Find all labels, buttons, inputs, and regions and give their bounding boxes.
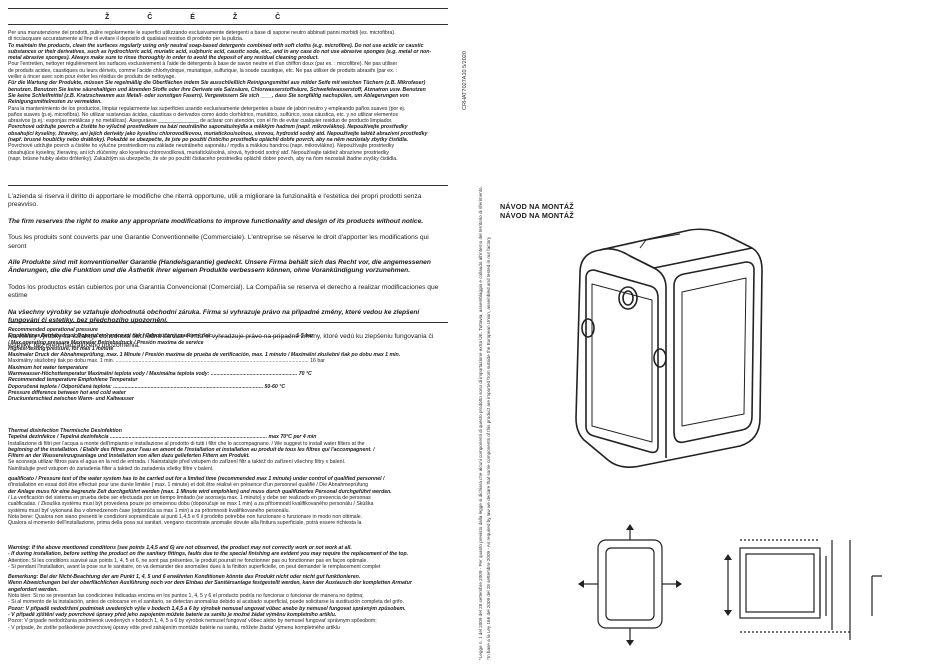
page-title-secondary: NÁVOD NA MONTÁŽ (500, 211, 574, 220)
warning-line: - V prípade, že zistíte poškodenie povrc… (8, 624, 340, 631)
warning-line: - If during installation, before setting… (8, 551, 409, 558)
warning-line: - Si al momento de la instalación, antes… (8, 599, 404, 606)
install-line: / La verificación del sistema en prueba … (8, 494, 371, 501)
cleaning-line: To maintain the products, clean the surf… (8, 42, 424, 49)
spec-line: Maximaler Druck der Abnahmeprüfung, max.… (8, 352, 401, 359)
section-rule (8, 185, 448, 186)
install-line: systému musí byť vykonaná iba v obmedzen… (8, 507, 290, 514)
rights-paragraph: Na všechny výrobky se vztahuje dohodnutá… (8, 308, 420, 325)
warning-line: Bemerkung: Bei der Nicht-Beachtung der a… (8, 574, 361, 581)
rights-paragraph: Tous les produits sont couverts par une … (8, 234, 429, 250)
spec-line: Doporučená teplota / Odporúčaná teplota:… (8, 383, 286, 390)
cleaning-line: obsahující kyseliny, žíraviny, ani jejic… (8, 130, 428, 137)
cleaning-line: Povrchové udržujte povrch a čistěte ho v… (8, 124, 408, 131)
spec-line: Recommended operational pressure (8, 327, 98, 333)
cleaning-line: (např. brusné houbičky nebo drátěnky). P… (8, 137, 409, 144)
header-glyphs: Ž Č É Ž Č (105, 14, 298, 21)
cleaning-line: obsahujúce kyseliny, žieraviny, ani ich … (8, 149, 390, 156)
dimension-drawing-side (724, 539, 882, 640)
install-line: Qualora al momento dell'installazione, p… (8, 520, 362, 527)
spec-line: / Max operating pressure Maximaler Betri… (8, 339, 204, 346)
spec-line: Maximálny skúšobný tlak po dobu max. 1 m… (8, 358, 325, 365)
cleaning-section: Per una manutenzione dei prodotti, pulir… (8, 30, 448, 162)
install-line: beginning of the installation. / Établir… (8, 446, 375, 453)
install-line: Nainštalujte pred vstupom do zariadenia … (8, 465, 214, 472)
cleaning-line: paños suaves (p.ej. microfibra). No util… (8, 111, 399, 118)
dimension-drawing-front (578, 524, 682, 646)
cleaning-line: metal abrasive sponges). Always make sur… (8, 55, 319, 62)
warning-line: - V případě zjištění vady povrchové úpra… (8, 611, 337, 618)
rights-paragraph: L'azienda si riserva il diritto di appor… (8, 193, 422, 209)
rights-paragraph: Alle Produkte sind mit konventioneller G… (8, 259, 431, 275)
warning-line: Nota bien: Si no se presentan las condic… (8, 593, 364, 600)
cleaning-line: benutzen. Benutzen Sie keine säurehaltig… (8, 86, 426, 93)
header-glyph: Č (147, 14, 171, 21)
cleaning-line: Für die Wartung der Produkte, müssen Sie… (8, 80, 426, 87)
warning-line: Warning: If the above mentioned conditio… (8, 545, 352, 551)
install-line: der Anlage muss für eine begrenzte Zeit … (8, 488, 392, 495)
warning-line: Wenn Abweichungen bei der oberflächliche… (8, 580, 412, 587)
install-line: Thermal disinfection Thermische Desinfek… (8, 428, 122, 434)
cleaning-line: Para la mantenimiento de los productos, … (8, 105, 406, 112)
top-rule (8, 8, 448, 9)
legal-note-2: *In base a la Ley 166 del 2009 del 28 se… (486, 236, 491, 660)
cleaning-line: Pour l'entretien, nettoyer régulièrement… (8, 61, 398, 68)
cleaning-line: Per una manutenzione dei prodotti, pulir… (8, 30, 396, 36)
cleaning-line: (napr. brúsne hubky alebo drôtenky). Zak… (8, 155, 398, 162)
document-code: CRHAT7027A10 5/2020 (462, 51, 468, 110)
spec-line: Recommended temperature Empfohlene Tempe… (8, 377, 138, 384)
mounting-box-illustration (575, 228, 763, 468)
spec-line: Druckunterschied zwischen Warm- und Kalt… (8, 396, 134, 403)
warning-line: Attention: Si les conditions susvisé aux… (8, 557, 368, 564)
install-line: Tepelná dezinfekce / Tepelná dezinfekcia… (8, 434, 317, 441)
install-line: Nota bene: Qualora non siano presenti le… (8, 513, 363, 520)
cleaning-line: veiller à rincer avec soin pour éviter l… (8, 74, 176, 81)
rights-paragraph: The firm reserves the right to make any … (8, 217, 424, 225)
spec-line: Highest testing pressure, for max 1 minu… (8, 345, 114, 352)
header-glyph: Ž (232, 14, 256, 21)
cleaning-line: di ricciacquare accuratamente al fine di… (8, 36, 244, 43)
rights-paragraph: Todos los productos están cubiertos por … (8, 283, 439, 300)
cleaning-line: Sie keine Schleifmittel (z.B. Kratzschwa… (8, 92, 409, 99)
install-line: Se aconseja utilizar filtros para el agu… (8, 459, 346, 466)
warning-line: - Si pendant l'installation, avant la po… (8, 563, 381, 570)
cleaning-line: de produits acides, caustiques ou leurs … (8, 67, 398, 74)
cleaning-line: Povrchové udržujte povrch a čistěte ho v… (8, 143, 395, 150)
install-line: Filtern an der Wassereinzugsanlage und I… (8, 453, 250, 460)
header-glyph: É (190, 14, 213, 21)
warning-line: angefordert werden. (8, 586, 58, 593)
warning-section: Warning: If the above mentioned conditio… (8, 545, 448, 631)
install-line: qualificato / Pressure test of the water… (8, 476, 385, 483)
cleaning-line: substances or their derivatives, such as… (8, 48, 432, 55)
header-rule (8, 24, 448, 25)
section-rule (8, 322, 448, 323)
spec-line: Pressure difference between hot and cold… (8, 389, 126, 396)
cleaning-line: Reinigungsmittelresten zu vermeiden. (8, 99, 102, 106)
spec-line: Warmwasser-Höchsttemperatur Maximální te… (8, 371, 312, 378)
header-glyph: Ž (105, 14, 128, 21)
spec-line: Empfohlener Betriebsdruck Doporučený pra… (8, 333, 314, 340)
install-line: Installazione di filtri per l'acqua a mo… (8, 440, 365, 447)
rights-paragraph: Na všetky výrobky sa vzťahuje dohodnutá … (8, 333, 434, 349)
install-section: Thermal disinfection Thermische Desinfek… (8, 428, 448, 526)
warning-line: Pozor: V prípade nedodržania podmienok u… (8, 618, 377, 625)
spec-line: Maximum hot water temperature (8, 364, 88, 371)
warning-line: Pozor: V případě nedodržení podmínek uve… (8, 605, 406, 612)
install-line: d'installation en essai doit être effect… (8, 482, 369, 489)
legal-note-1: *Legge n. 1 del 2009 del 28 settembre 20… (478, 186, 483, 660)
page-title: NÁVOD NA MONTÁŽ (500, 202, 574, 211)
cleaning-line: abrasivos (p.ej.: esponjas metálicas y n… (8, 118, 393, 125)
install-line: cualificadas. / Zkouška systému musí být… (8, 501, 374, 508)
rights-section: L'azienda si riserva il diritto di appor… (8, 193, 448, 358)
header-glyph: Č (275, 14, 299, 21)
